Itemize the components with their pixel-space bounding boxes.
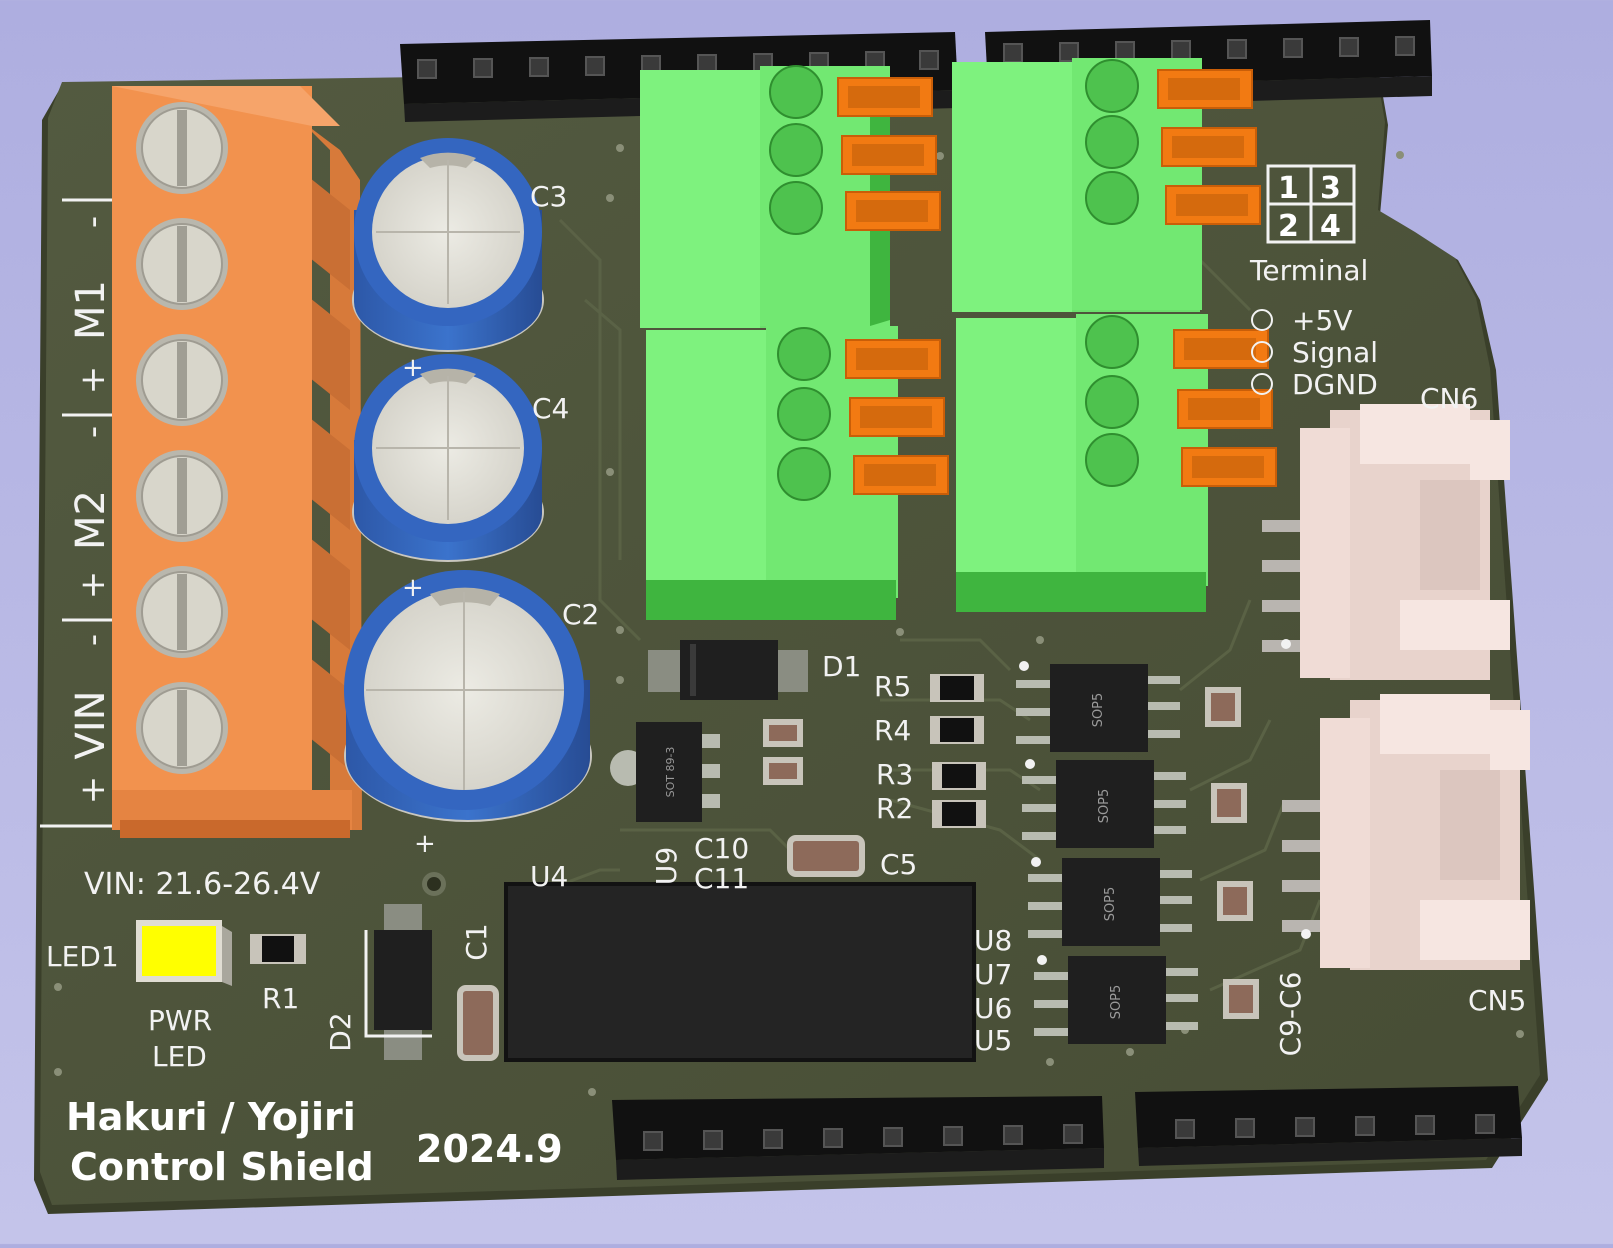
refdes-d1-label: D1 bbox=[822, 650, 861, 683]
refdes-u5-label: U5 bbox=[974, 1024, 1012, 1057]
refdes-u4-label: U4 bbox=[530, 860, 568, 893]
terminal-legend-n3-label: 3 bbox=[1320, 171, 1341, 206]
sop5-ic-u7[interactable]: SOP5 bbox=[1022, 760, 1186, 848]
side-labels: M1 M2 VIN - + - + - + bbox=[68, 216, 114, 804]
pin1-dots bbox=[1019, 639, 1311, 965]
smd-caps-c6-c9 bbox=[1205, 687, 1259, 1019]
capacitor-polarity-label: + bbox=[402, 353, 424, 383]
sop5-ic-u6[interactable]: SOP5 bbox=[1028, 858, 1192, 946]
label-m1-plus: + bbox=[73, 366, 113, 395]
refdes-c11-label: C11 bbox=[694, 862, 749, 895]
connector-cn6[interactable] bbox=[1262, 404, 1510, 680]
chip-markings-sop-label: SOP5 bbox=[1103, 887, 1118, 922]
capacitor-c1[interactable] bbox=[457, 985, 499, 1061]
terminal-legend-pin-dgnd-label: DGND bbox=[1292, 368, 1378, 401]
label-m1: M1 bbox=[68, 280, 114, 340]
resistor-array[interactable] bbox=[930, 674, 986, 828]
screw-terminal-block[interactable] bbox=[112, 86, 362, 838]
regulator-u9[interactable]: SOT 89-3 bbox=[610, 722, 720, 822]
refdes-r4-label: R4 bbox=[874, 714, 911, 747]
sop5-ic-u8[interactable]: SOP5 bbox=[1016, 664, 1180, 752]
capacitor-c2[interactable] bbox=[344, 570, 592, 822]
vin-range: VIN: 21.6-26.4V bbox=[84, 867, 321, 902]
resistor-r1[interactable] bbox=[250, 934, 306, 964]
board-silkscreen-text: VIN: 21.6-26.4V PWR LED Hakuri / Yojiri … bbox=[66, 867, 563, 1189]
bottom-header-left bbox=[612, 1096, 1104, 1180]
terminal-legend-n4-label: 4 bbox=[1320, 209, 1341, 244]
refdes-led1-label: LED1 bbox=[46, 940, 119, 973]
refdes-c10-label: C10 bbox=[694, 832, 749, 865]
board-title-line1: Hakuri / Yojiri bbox=[66, 1095, 356, 1139]
spring-terminal-1[interactable] bbox=[640, 65, 941, 328]
label-vin-minus: - bbox=[73, 634, 113, 646]
chip-markings-sop-label: SOP5 bbox=[1109, 985, 1124, 1020]
chip-markings-sop-label: SOP5 bbox=[1091, 693, 1106, 728]
terminal-legend-n1-label: 1 bbox=[1278, 171, 1299, 206]
refdes-u8-label: U8 bbox=[974, 924, 1012, 957]
refdes-u7-label: U7 bbox=[974, 958, 1012, 991]
screw-heads[interactable] bbox=[136, 102, 228, 774]
pwr-led-label-2: LED bbox=[152, 1040, 207, 1073]
refdes-c4-label: C4 bbox=[532, 392, 569, 425]
terminal-legend-pin-5v-label: +5V bbox=[1292, 304, 1352, 337]
connector-cn5[interactable] bbox=[1282, 694, 1530, 970]
spring-terminal-4[interactable] bbox=[956, 314, 1277, 612]
capacitor-c5[interactable] bbox=[787, 835, 865, 877]
refdes-r3-label: R3 bbox=[876, 758, 913, 791]
refdes-r1-label: R1 bbox=[262, 982, 299, 1015]
label-m2: M2 bbox=[68, 490, 114, 550]
side-silk-lines bbox=[40, 198, 112, 828]
refdes-c1-label: C1 bbox=[460, 923, 493, 960]
terminal-legend-label-label: Terminal bbox=[1249, 254, 1368, 287]
capacitor-c4[interactable] bbox=[352, 354, 544, 562]
capacitor-polarity-label: + bbox=[414, 829, 436, 859]
chip-markings-sop-label: SOP5 bbox=[1097, 789, 1112, 824]
bottom-header-right bbox=[1135, 1086, 1522, 1166]
refdes-c9-c6-label: C9-C6 bbox=[1274, 972, 1307, 1057]
refdes-c2-label: C2 bbox=[562, 598, 599, 631]
spring-terminal-2[interactable] bbox=[952, 58, 1261, 312]
refdes-cn6-label: CN6 bbox=[1420, 382, 1478, 415]
power-led[interactable] bbox=[136, 920, 232, 986]
refdes-d2-label: D2 bbox=[324, 1012, 357, 1051]
label-m1-minus: - bbox=[73, 216, 113, 228]
refdes-c5-label: C5 bbox=[880, 848, 917, 881]
terminal-legend: 1 3 2 4 Terminal +5V Signal DGND bbox=[1249, 164, 1378, 401]
capacitor-polarity-marks: + + + bbox=[402, 353, 436, 859]
chip-markings-sot-label: SOT 89-3 bbox=[664, 747, 677, 798]
diode-d1[interactable] bbox=[648, 640, 808, 700]
reference-designators: C3 C4 C2 D1 R5 R4 R3 R2 C10 C11 C5 U4 U9… bbox=[46, 180, 1526, 1057]
board-title-line2: Control Shield bbox=[70, 1145, 374, 1189]
board-version: 2024.9 bbox=[416, 1127, 563, 1171]
refdes-r5-label: R5 bbox=[874, 670, 911, 703]
ic-u4[interactable] bbox=[504, 882, 976, 1062]
refdes-r2-label: R2 bbox=[876, 792, 913, 825]
refdes-u9-label: U9 bbox=[650, 847, 683, 885]
capacitor-c3[interactable] bbox=[352, 138, 544, 352]
label-vin: VIN bbox=[68, 690, 114, 759]
diode-d2[interactable] bbox=[364, 904, 432, 1060]
sop5-ic-u5[interactable]: SOP5 bbox=[1034, 956, 1198, 1044]
label-vin-plus: + bbox=[73, 776, 113, 805]
spring-terminal-3[interactable] bbox=[646, 326, 949, 620]
refdes-c3-label: C3 bbox=[530, 180, 567, 213]
terminal-legend-n2-label: 2 bbox=[1278, 209, 1299, 244]
label-m2-minus: - bbox=[73, 426, 113, 438]
refdes-u6-label: U6 bbox=[974, 992, 1012, 1025]
pwr-led-label-1: PWR bbox=[148, 1004, 212, 1037]
capacitor-polarity-label: + bbox=[402, 573, 424, 603]
terminal-legend-pin-signal-label: Signal bbox=[1292, 336, 1378, 369]
refdes-cn5-label: CN5 bbox=[1468, 984, 1526, 1017]
label-m2-plus: + bbox=[73, 571, 113, 600]
smd-caps-near-u9 bbox=[763, 719, 803, 785]
